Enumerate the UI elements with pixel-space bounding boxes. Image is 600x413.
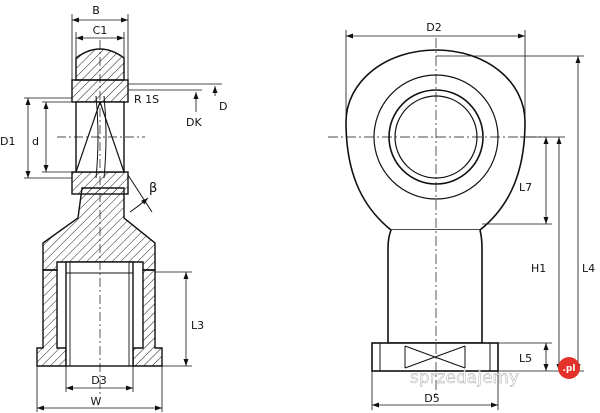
- label-L7: L7: [519, 181, 532, 194]
- label-D1: D1: [0, 135, 15, 148]
- label-H1: H1: [531, 262, 546, 275]
- label-DK: DK: [186, 116, 202, 129]
- label-beta: β: [149, 181, 157, 196]
- label-L3: L3: [191, 319, 204, 332]
- label-R1S: R 1S: [134, 93, 159, 106]
- label-L4: L4: [582, 262, 595, 275]
- shank-outline: [387, 229, 483, 344]
- threaded-bore: [65, 261, 134, 367]
- label-C1: C1: [93, 24, 108, 37]
- label-D5: D5: [424, 392, 439, 405]
- label-D: D: [219, 100, 227, 113]
- housing-wall-right: [132, 269, 163, 367]
- left-section-view: B C1 R 1S D DK D1 d β L3 D3 W: [0, 4, 227, 412]
- housing-neck-section: [42, 187, 156, 271]
- watermark-badge-text: .pl: [563, 364, 576, 374]
- label-d: d: [32, 135, 39, 148]
- watermark: sprzedajemy .pl: [410, 357, 580, 388]
- label-B: B: [92, 4, 100, 17]
- label-W: W: [91, 395, 102, 408]
- right-front-view: D2 L7 H1 L4 L5 D5: [328, 21, 595, 410]
- label-D3: D3: [91, 374, 106, 387]
- wrench-flat-mark: [404, 345, 466, 369]
- watermark-badge: [558, 357, 580, 379]
- label-L5: L5: [519, 352, 532, 365]
- label-D2: D2: [426, 21, 441, 34]
- housing-wall-left: [36, 269, 67, 367]
- watermark-text: sprzedajemy: [410, 368, 519, 388]
